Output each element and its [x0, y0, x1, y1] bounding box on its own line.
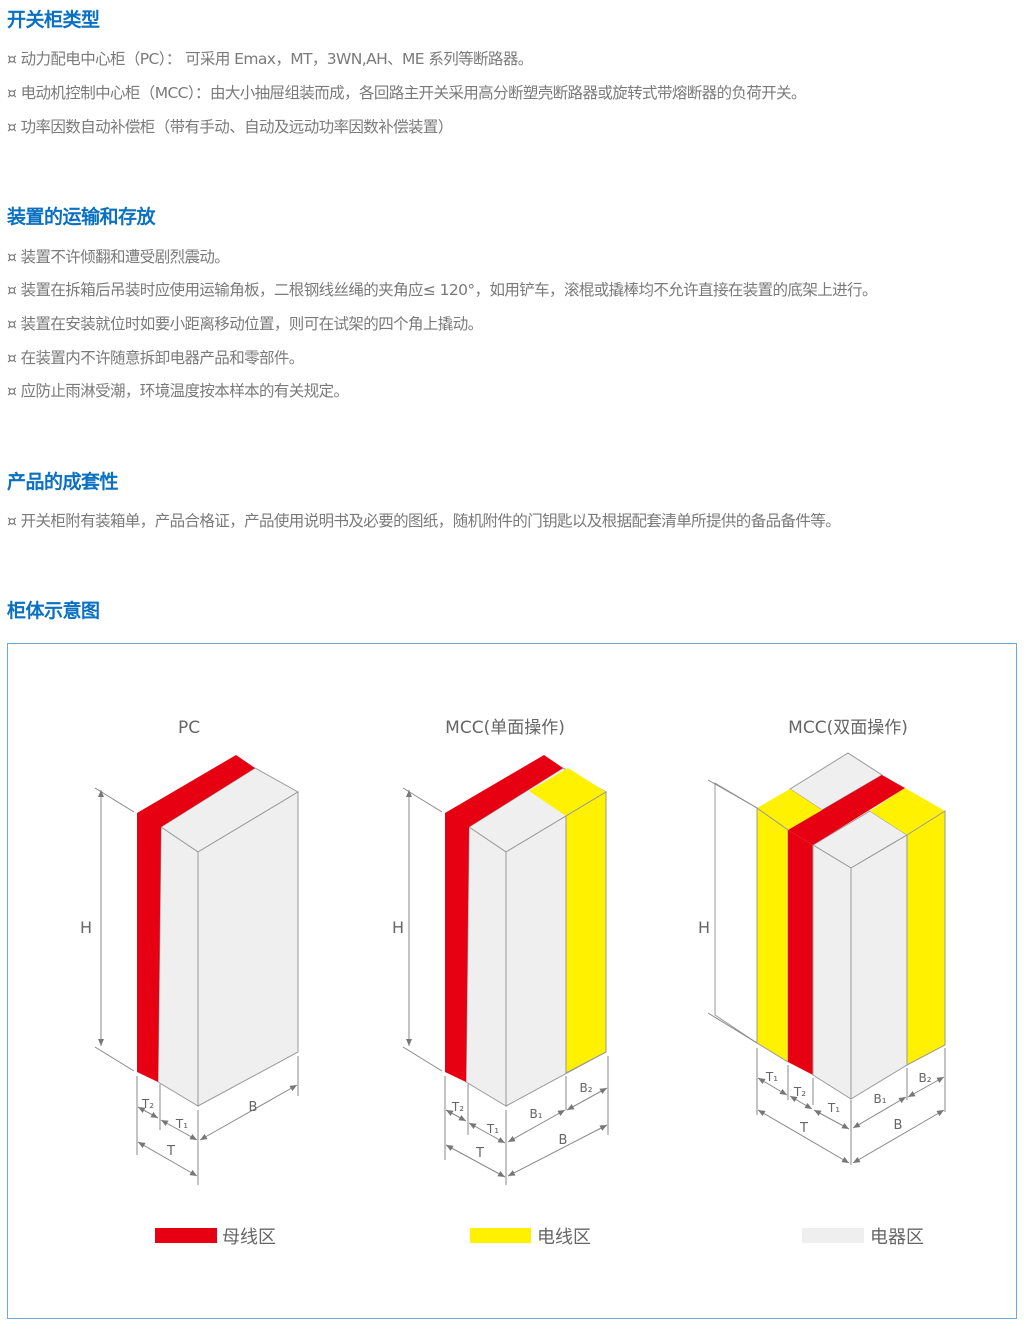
cabinet-title: MCC(单面操作) — [445, 718, 565, 738]
list-item: ¤ 开关柜附有装箱单，产品合格证，产品使用说明书及必要的图纸，随机附件的门钥匙以… — [7, 512, 841, 530]
dim-label: B₁ — [529, 1107, 542, 1121]
dim-label: B₁ — [873, 1092, 886, 1106]
cable-zone — [565, 791, 607, 1074]
section-title-switchgear-types: 开关柜类型 — [7, 9, 100, 31]
section-title-cabinet-diagram: 柜体示意图 — [7, 600, 100, 622]
legend-swatch-equipment — [802, 1228, 864, 1243]
busbar-zone — [788, 830, 813, 1075]
legend-swatch-busbar — [155, 1228, 217, 1243]
cabinet-title: MCC(双面操作) — [788, 718, 908, 738]
section-title-transport-storage: 装置的运输和存放 — [7, 206, 156, 228]
dim-label: B₂ — [918, 1071, 931, 1085]
list-item: ¤ 应防止雨淋受潮，环境温度按本样本的有关规定。 — [7, 382, 349, 400]
cable-zone-top-right — [870, 788, 945, 835]
list-item: ¤ 电动机控制中心柜（MCC）：由大小抽屉组装而成，各回路主开关采用高分断塑壳断… — [7, 84, 807, 102]
diagram-frame — [7, 643, 1017, 1319]
left-face — [812, 844, 852, 1100]
section-title-completeness: 产品的成套性 — [7, 471, 119, 493]
cabinet-pc: PC H T₂ T₁ T B — [80, 718, 299, 1185]
dim-label: H — [392, 918, 404, 937]
dim-label: T₁ — [175, 1117, 188, 1131]
legend-label: 母线区 — [222, 1227, 276, 1248]
list-item: ¤ 功率因数自动补偿柜（带有手动、自动及远动功率因数补偿装置） — [7, 118, 453, 136]
dim-label: T₁ — [765, 1070, 778, 1084]
dim-label: T₁ — [827, 1101, 840, 1115]
legend: 母线区 电线区 电器区 — [155, 1227, 924, 1248]
cable-zone-left — [756, 807, 789, 1063]
left-face — [157, 826, 199, 1107]
list-item: ¤ 装置在安装就位时如要小距离移动位置，则可在试架的四个角上撬动。 — [7, 315, 483, 333]
dim-label: B — [894, 1118, 903, 1133]
dim-label: H — [80, 918, 92, 937]
dim-label: B — [249, 1100, 258, 1115]
dim-label: T — [799, 1121, 808, 1136]
right-face — [850, 834, 908, 1100]
dim-label: T₂ — [793, 1085, 806, 1099]
list-item: ¤ 装置在拆箱后吊装时应使用运输角板，二根钢线丝绳的夹角应≤ 120°，如用铲车… — [7, 281, 877, 299]
dim-label: H — [698, 918, 710, 937]
legend-swatch-cable — [470, 1228, 531, 1243]
dim-label: T — [475, 1146, 484, 1161]
left-face — [465, 826, 507, 1107]
cabinet-title: PC — [178, 718, 200, 738]
cabinet-mcc-single: MCC(单面操作) H T₂ T₁ T B₁ B₂ B — [392, 718, 609, 1185]
cabinet-mcc-double: MCC(双面操作) H T₁ T₂ T₁ T B₁ B₂ B — [698, 718, 946, 1165]
busbar-zone — [137, 755, 255, 1082]
dim-label: T₂ — [451, 1100, 464, 1114]
cable-zone-right — [906, 810, 946, 1066]
legend-label: 电器区 — [870, 1227, 924, 1248]
right-face — [197, 791, 299, 1107]
dim-label: B₂ — [579, 1081, 592, 1095]
cable-zone-top-left — [757, 789, 822, 830]
dim-label: T₂ — [141, 1097, 154, 1111]
busbar-zone-top — [788, 775, 905, 845]
dim-label: T₁ — [486, 1122, 499, 1136]
legend-label: 电线区 — [537, 1227, 591, 1248]
busbar-zone — [445, 755, 563, 1082]
list-item: ¤ 装置不许倾翻和遭受剧烈震动。 — [7, 248, 230, 266]
list-item: ¤ 动力配电中心柜（PC）： 可采用 Emax，MT，3WN,AH、ME 系列等… — [7, 50, 533, 68]
list-item: ¤ 在装置内不许随意拆卸电器产品和零部件。 — [7, 349, 304, 367]
cable-zone-top — [529, 768, 606, 816]
dim-label: T — [166, 1144, 175, 1159]
dim-label: B — [559, 1133, 568, 1148]
back-left-face — [714, 782, 758, 1044]
